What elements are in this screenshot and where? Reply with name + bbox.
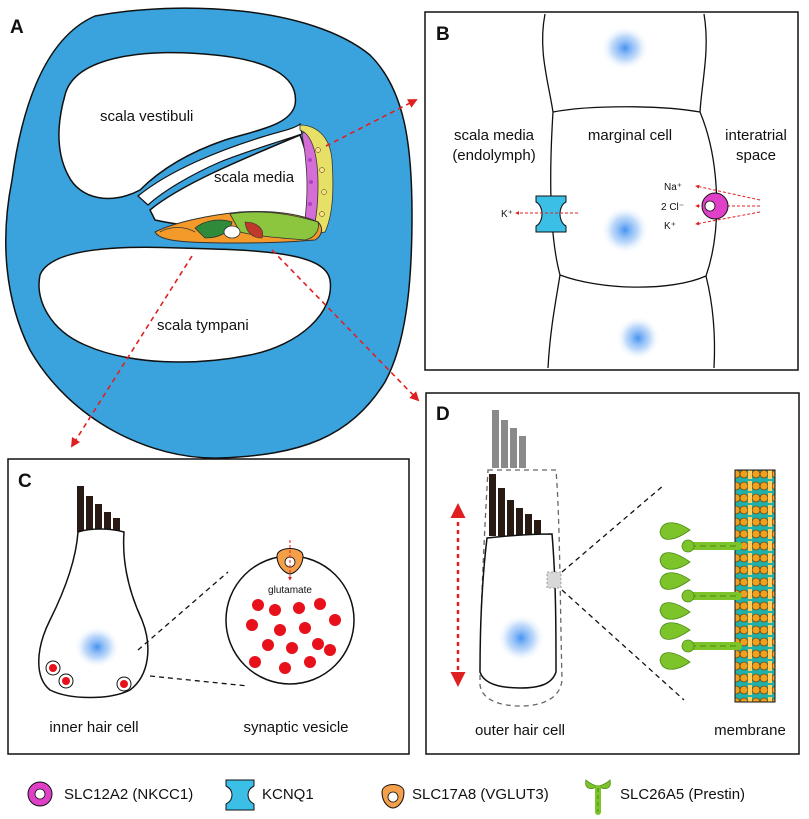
arrow-to-b xyxy=(325,99,418,147)
ion-na: Na⁺ xyxy=(664,182,682,193)
label-space: space xyxy=(736,147,776,164)
prestin-molecules xyxy=(659,522,742,670)
glutamate-dots xyxy=(246,598,341,674)
ohc-nucleus xyxy=(497,614,545,662)
legend-label-kcnq1: KCNQ1 xyxy=(262,786,314,803)
prestin-molecule xyxy=(659,522,742,570)
legend-item-vglut3: SLC17A8 (VGLUT3) xyxy=(381,784,549,809)
label-endolymph: (endolymph) xyxy=(452,147,535,164)
prestin-molecule xyxy=(659,622,742,670)
pointer-arrows xyxy=(70,99,420,448)
label-synaptic-vesicle: synaptic vesicle xyxy=(243,719,348,736)
scala-vestibuli-space xyxy=(58,51,297,200)
label-membrane: membrane xyxy=(714,722,786,739)
ihc-vesicles xyxy=(45,660,132,692)
c-zoom-lines xyxy=(137,571,249,687)
legend-label-vglut3: SLC17A8 (VGLUT3) xyxy=(412,786,549,803)
panel-a: A scala ves xyxy=(5,7,413,459)
legend-label-prestin: SLC26A5 (Prestin) xyxy=(620,786,745,803)
panel-b-letter: B xyxy=(436,24,450,45)
prestin-molecule xyxy=(659,572,742,620)
nucleus-middle xyxy=(601,206,649,254)
ion-k-left: K⁺ xyxy=(501,209,513,220)
kcnq1-icon xyxy=(225,779,255,811)
legend: SLC12A2 (NKCC1) KCNQ1 SLC17A8 (VGLUT3) S… xyxy=(27,779,745,815)
organ-of-corti xyxy=(154,211,323,244)
label-glutamate: glutamate xyxy=(268,585,312,596)
outer-hair-cell xyxy=(479,533,557,689)
label-scala-vestibuli: scala vestibuli xyxy=(100,108,193,125)
arrow-to-c xyxy=(70,255,193,448)
ion-k-right: K⁺ xyxy=(664,221,676,232)
label-scala-media: scala media xyxy=(214,169,295,186)
d-zoom-lines xyxy=(561,484,685,701)
ihc-stereocilia xyxy=(77,486,120,532)
ohc-stereocilia xyxy=(489,474,541,536)
label-scala-media-b: scala media xyxy=(454,127,535,144)
nucleus-bottom xyxy=(616,316,660,360)
label-marginal-cell: marginal cell xyxy=(588,127,672,144)
label-interatrial: interatrial xyxy=(725,127,787,144)
nkcc1-icon xyxy=(27,781,53,807)
panel-d-letter: D xyxy=(436,404,450,425)
membrane-region-marker xyxy=(546,571,562,589)
membrane-bilayer xyxy=(734,469,776,703)
panel-c-letter: C xyxy=(18,471,32,492)
ihc-nucleus xyxy=(74,626,120,668)
nucleus-top xyxy=(601,26,649,70)
label-outer-hair-cell: outer hair cell xyxy=(475,722,565,739)
legend-label-nkcc1: SLC12A2 (NKCC1) xyxy=(64,786,193,803)
legend-item-nkcc1: SLC12A2 (NKCC1) xyxy=(27,781,193,807)
panel-a-letter: A xyxy=(10,17,24,38)
label-inner-hair-cell: inner hair cell xyxy=(49,719,138,736)
vglut3-transporter xyxy=(276,540,304,581)
nkcc1-transporter: Na⁺ 2 Cl⁻ K⁺ xyxy=(661,182,761,232)
panel-d: D xyxy=(425,392,800,755)
legend-item-kcnq1: KCNQ1 xyxy=(225,779,314,811)
panel-b-frame xyxy=(424,11,799,371)
prestin-icon xyxy=(585,779,611,815)
ohc-stereocilia-displaced xyxy=(492,410,526,468)
panel-c: C glutama xyxy=(7,458,410,755)
inner-hair-cell xyxy=(38,528,149,699)
arrow-to-d xyxy=(271,249,420,402)
scala-tympani-space xyxy=(38,246,332,363)
legend-item-prestin: SLC26A5 (Prestin) xyxy=(585,779,745,815)
ion-cl: 2 Cl⁻ xyxy=(661,202,684,213)
vglut3-icon xyxy=(381,784,405,809)
panel-b: B scala media (endolymph) marginal cell … xyxy=(424,11,799,371)
kcnq1-channel: K⁺ xyxy=(501,195,578,233)
label-scala-tympani: scala tympani xyxy=(157,317,249,334)
